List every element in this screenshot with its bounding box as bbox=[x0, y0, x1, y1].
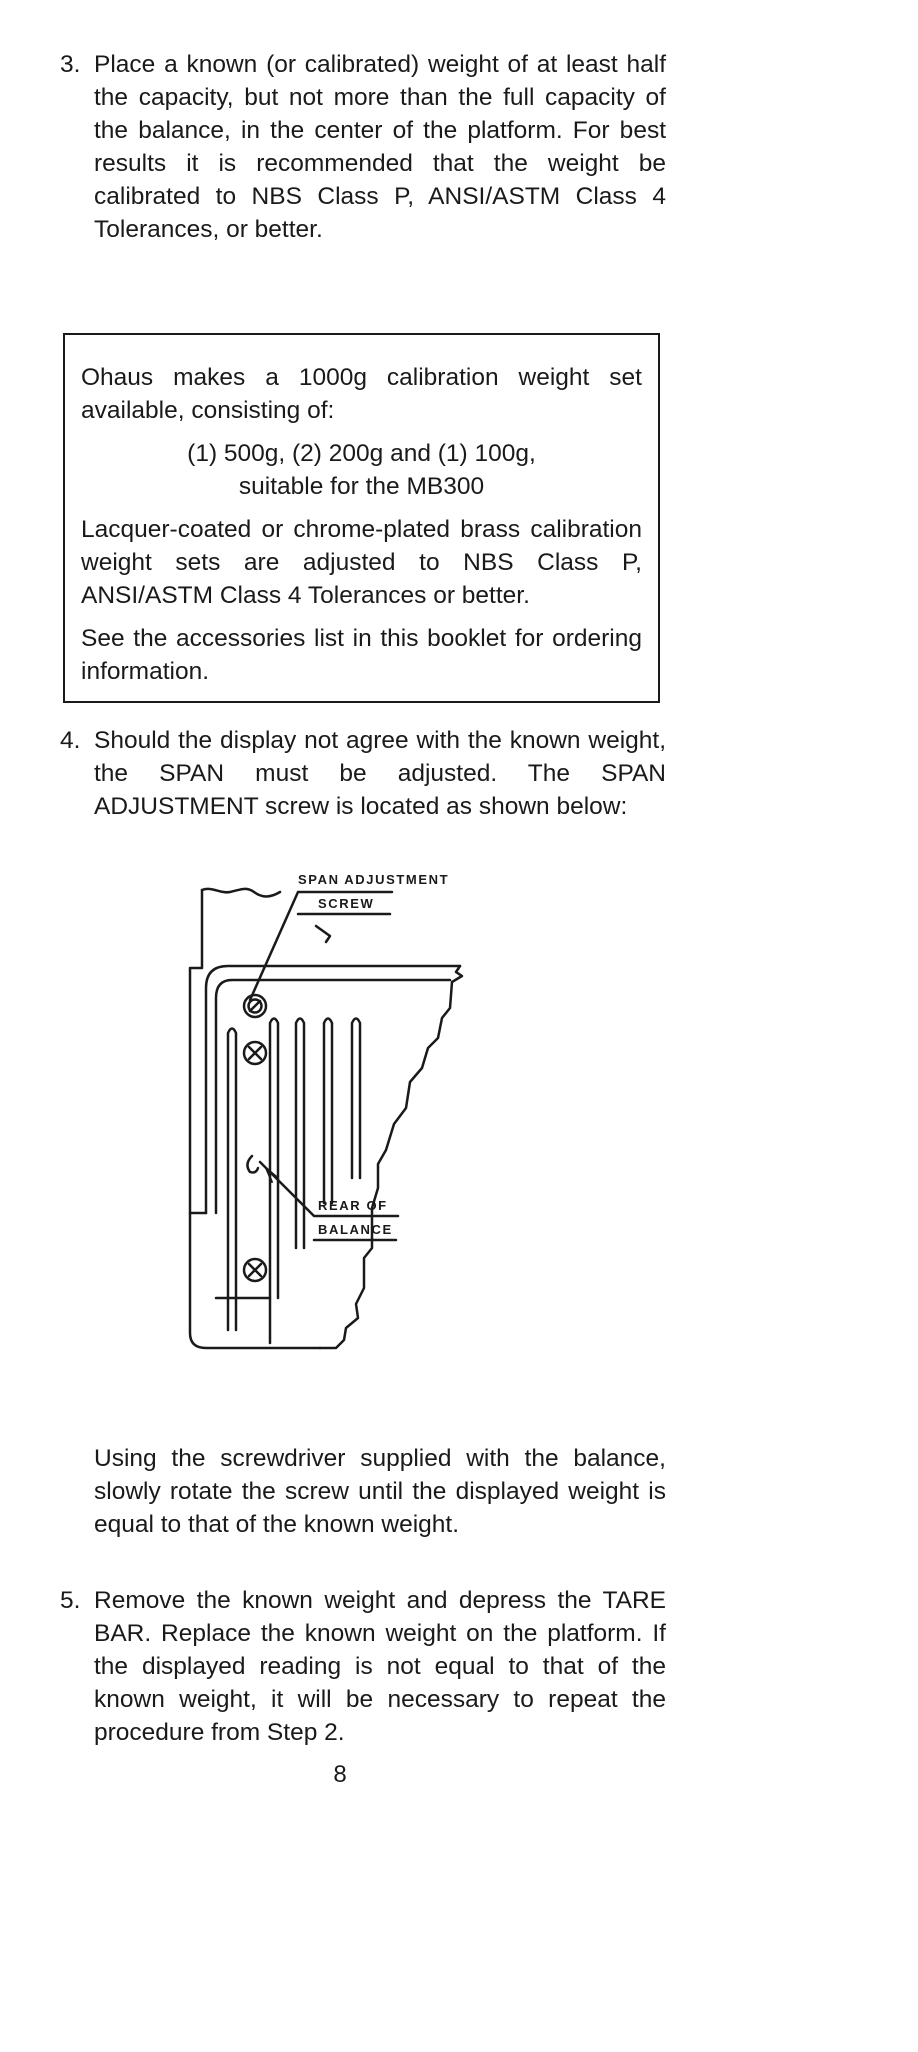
rear-arrowhead bbox=[265, 1167, 279, 1183]
screw-label: SCREW bbox=[318, 896, 375, 911]
step-text: Place a known (or calibrated) weight of … bbox=[94, 51, 666, 243]
rear-hook bbox=[246, 1154, 260, 1174]
step-5: 5. Remove the known weight and depress t… bbox=[60, 1584, 666, 1749]
frame-bottom bbox=[188, 1211, 322, 1350]
break-line-top bbox=[200, 887, 282, 898]
note-set-line-1: (1) 500g, (2) 200g and (1) 100g, bbox=[187, 440, 536, 467]
screw-upper bbox=[242, 1040, 268, 1066]
step-4: 4. Should the display not agree with the… bbox=[60, 724, 666, 823]
note-intro: Ohaus makes a 1000g calibration weight s… bbox=[81, 364, 642, 424]
screw-upper-cross bbox=[247, 1045, 263, 1061]
note-weight-set: (1) 500g, (2) 200g and (1) 100g, suitabl… bbox=[81, 437, 642, 503]
step-text: Remove the known weight and depress the … bbox=[94, 1587, 666, 1746]
torn-edge bbox=[318, 964, 464, 1350]
rib-3 bbox=[294, 1017, 306, 1250]
span-leader-line bbox=[248, 890, 394, 1002]
screw-lower-cross bbox=[247, 1262, 263, 1278]
rib-5 bbox=[350, 1017, 362, 1180]
balance-rear-drawing bbox=[188, 887, 464, 1350]
span-screw-outer bbox=[242, 993, 268, 1019]
frame-inner bbox=[214, 978, 452, 1215]
calibration-weight-note: Ohaus makes a 1000g calibration weight s… bbox=[63, 333, 660, 703]
span-adjustment-diagram: SPAN ADJUSTMENT SCREW REAR OF BALANCE bbox=[180, 868, 520, 1368]
note-accessories: See the accessories list in this booklet… bbox=[81, 625, 642, 685]
outer-body-edge bbox=[188, 888, 208, 1215]
rib-4 bbox=[322, 1017, 334, 1205]
note-set-line-2: suitable for the MB300 bbox=[238, 473, 485, 500]
span-screw-inner bbox=[247, 998, 263, 1014]
panel-bottom bbox=[214, 1296, 272, 1345]
frame-outer bbox=[204, 964, 462, 1215]
step-3: 3. Place a known (or calibrated) weight … bbox=[60, 48, 666, 246]
rib-1 bbox=[226, 1027, 238, 1332]
page-number: 8 bbox=[333, 1761, 347, 1788]
note-coating: Lacquer-coated or chrome-plated brass ca… bbox=[81, 516, 642, 609]
balance-label: BALANCE bbox=[318, 1222, 393, 1237]
step-number: 5. bbox=[60, 1587, 81, 1614]
step-4-continuation: Using the screwdriver supplied with the … bbox=[94, 1445, 666, 1538]
screw-lower bbox=[242, 1257, 268, 1283]
screw-arrow bbox=[314, 924, 332, 944]
span-adjustment-label: SPAN ADJUSTMENT bbox=[298, 872, 450, 887]
step-number: 3. bbox=[60, 51, 81, 78]
step-number: 4. bbox=[60, 727, 81, 754]
rear-leader-line bbox=[258, 1160, 400, 1218]
span-screw-slot bbox=[248, 999, 262, 1013]
rib-2 bbox=[268, 1017, 280, 1300]
rear-of-label: REAR OF bbox=[318, 1198, 388, 1213]
step-text: Should the display not agree with the kn… bbox=[94, 727, 666, 820]
